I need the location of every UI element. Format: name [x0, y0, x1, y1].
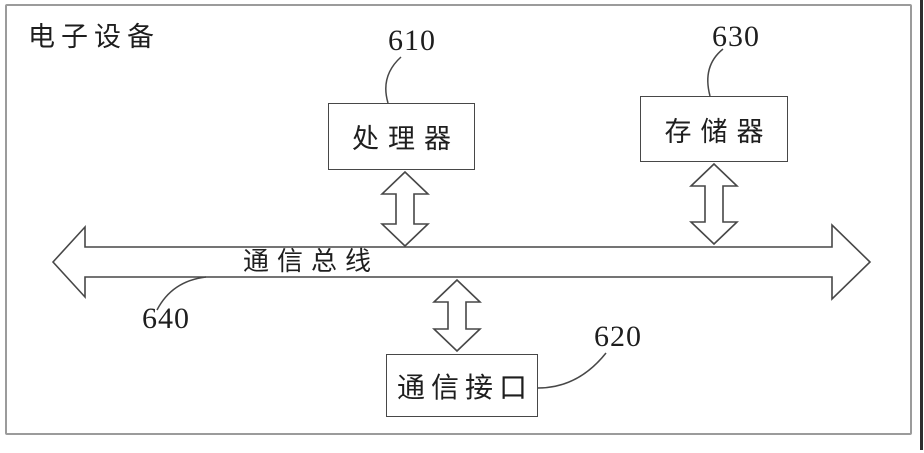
ref-620-leader-line [537, 352, 607, 389]
ref-number-620: 620 [594, 320, 642, 353]
device-title: 电子设备 [28, 22, 160, 52]
ref-630-leader-line [707, 48, 724, 97]
scan-edge-artifact [920, 0, 923, 450]
processor-bus-arrow [380, 170, 430, 248]
memory-bus-arrow [689, 162, 739, 246]
comm-interface-box: 通信接口 [386, 354, 538, 417]
bus-double-arrow [51, 223, 872, 301]
ref-number-640: 640 [142, 302, 190, 335]
bus-label: 通信总线 [243, 247, 380, 276]
memory-box: 存储器 [640, 96, 788, 162]
processor-box: 处理器 [328, 103, 475, 170]
ref-640-leader-line [156, 276, 207, 311]
ref-number-610: 610 [388, 24, 436, 57]
interface-bus-arrow [432, 278, 482, 353]
processor-label: 处理器 [352, 124, 460, 154]
ref-610-leader-line [385, 56, 402, 104]
figure-border-frame [5, 4, 912, 435]
memory-label: 存储器 [664, 116, 773, 147]
ref-number-630: 630 [712, 20, 760, 53]
comm-interface-label: 通信接口 [396, 372, 533, 404]
